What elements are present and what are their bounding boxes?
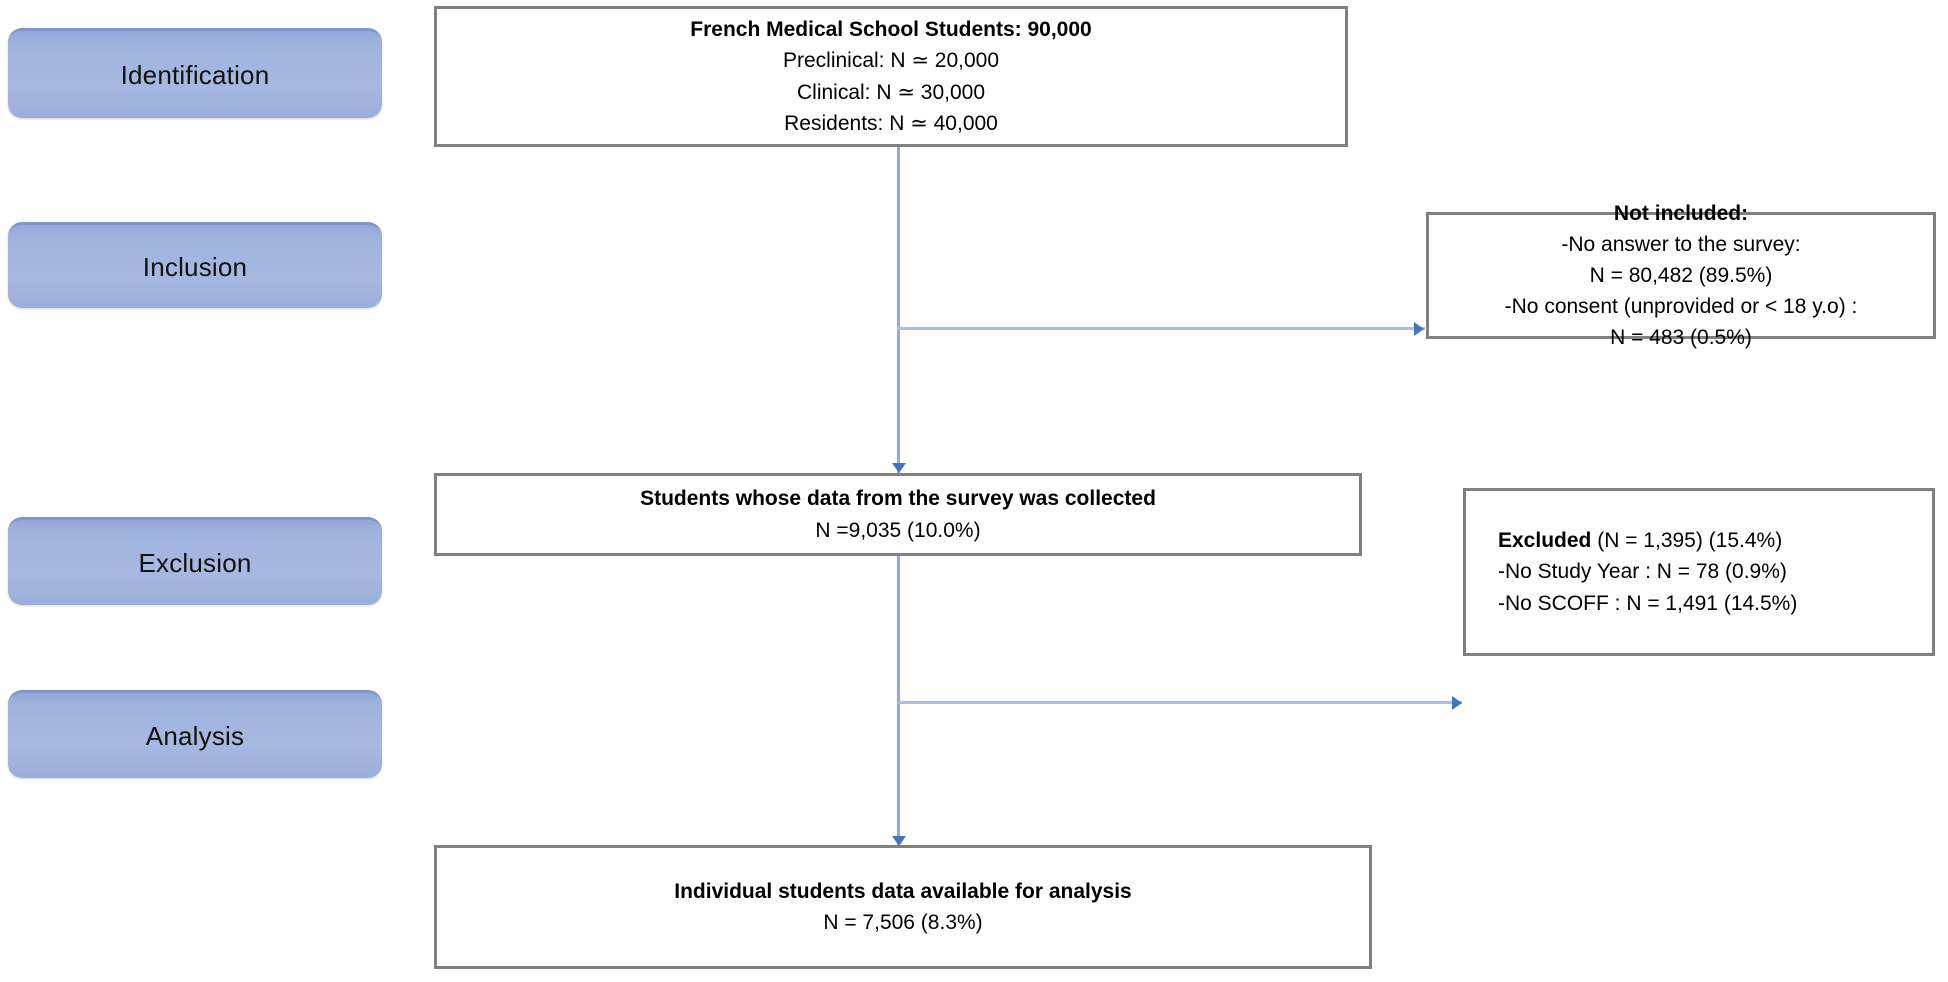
stage-pill-analysis-label: Analysis bbox=[145, 720, 245, 751]
identification-box-line-1: French Medical School Students: 90,000 bbox=[690, 18, 1092, 42]
not-included-box-line-4: -No consent (unprovided or < 18 y.o) : bbox=[1504, 295, 1858, 319]
not-included-box-line-2: -No answer to the survey: bbox=[1561, 232, 1801, 256]
collected-box-line-2: N =9,035 (10.0%) bbox=[815, 518, 981, 542]
stage-pill-analysis[interactable]: Analysis bbox=[8, 690, 382, 778]
excluded-box-line-1: Excluded (N = 1,395) (15.4%) bbox=[1498, 525, 1782, 556]
excluded-box-lead: Excluded bbox=[1498, 529, 1592, 553]
arrowhead-into-excluded-box bbox=[1452, 696, 1462, 710]
analysis-box-line-1: Individual students data available for a… bbox=[674, 879, 1132, 903]
identification-box: French Medical School Students: 90,000 P… bbox=[434, 6, 1348, 147]
stage-pill-inclusion[interactable]: Inclusion bbox=[8, 222, 382, 308]
analysis-box: Individual students data available for a… bbox=[434, 845, 1372, 969]
stage-pill-inclusion-label: Inclusion bbox=[142, 251, 248, 282]
identification-box-line-3: Clinical: N ≃ 30,000 bbox=[796, 80, 985, 104]
excluded-box-line-2: -No Study Year : N = 78 (0.9%) bbox=[1498, 560, 1787, 584]
connector-to-not-included bbox=[897, 327, 1425, 330]
identification-box-line-2: Preclinical: N ≃ 20,000 bbox=[782, 49, 1000, 73]
arrowhead-into-not-included-box bbox=[1414, 322, 1424, 336]
arrowhead-into-analysis-box bbox=[892, 836, 906, 846]
excluded-box: Excluded (N = 1,395) (15.4%) -No Study Y… bbox=[1463, 488, 1935, 656]
identification-box-line-4: Residents: N ≃ 40,000 bbox=[784, 111, 998, 135]
stage-pill-identification[interactable]: Identification bbox=[8, 28, 382, 118]
analysis-box-line-2: N = 7,506 (8.3%) bbox=[823, 911, 983, 934]
not-included-box: Not included: -No answer to the survey: … bbox=[1426, 202, 1936, 349]
excluded-box-line-1-rest: (N = 1,395) (15.4%) bbox=[1591, 529, 1783, 553]
connector-to-excluded bbox=[897, 701, 1462, 704]
not-included-box-line-1: Not included: bbox=[1613, 201, 1749, 225]
collected-box-line-1: Students whose data from the survey was … bbox=[640, 487, 1156, 511]
stage-pill-exclusion[interactable]: Exclusion bbox=[8, 517, 382, 605]
connector-identification-to-collected bbox=[897, 145, 900, 475]
excluded-box-line-3: -No SCOFF : N = 1,491 (14.5%) bbox=[1498, 591, 1798, 615]
not-included-box-line-3: N = 80,482 (89.5%) bbox=[1589, 263, 1773, 287]
not-included-box-line-5: N = 483 (0.5%) bbox=[1610, 326, 1752, 350]
collected-box: Students whose data from the survey was … bbox=[434, 473, 1362, 556]
arrowhead-into-collected-box bbox=[892, 463, 906, 473]
stage-pill-identification-label: Identification bbox=[120, 59, 270, 90]
stage-pill-exclusion-label: Exclusion bbox=[138, 547, 252, 578]
